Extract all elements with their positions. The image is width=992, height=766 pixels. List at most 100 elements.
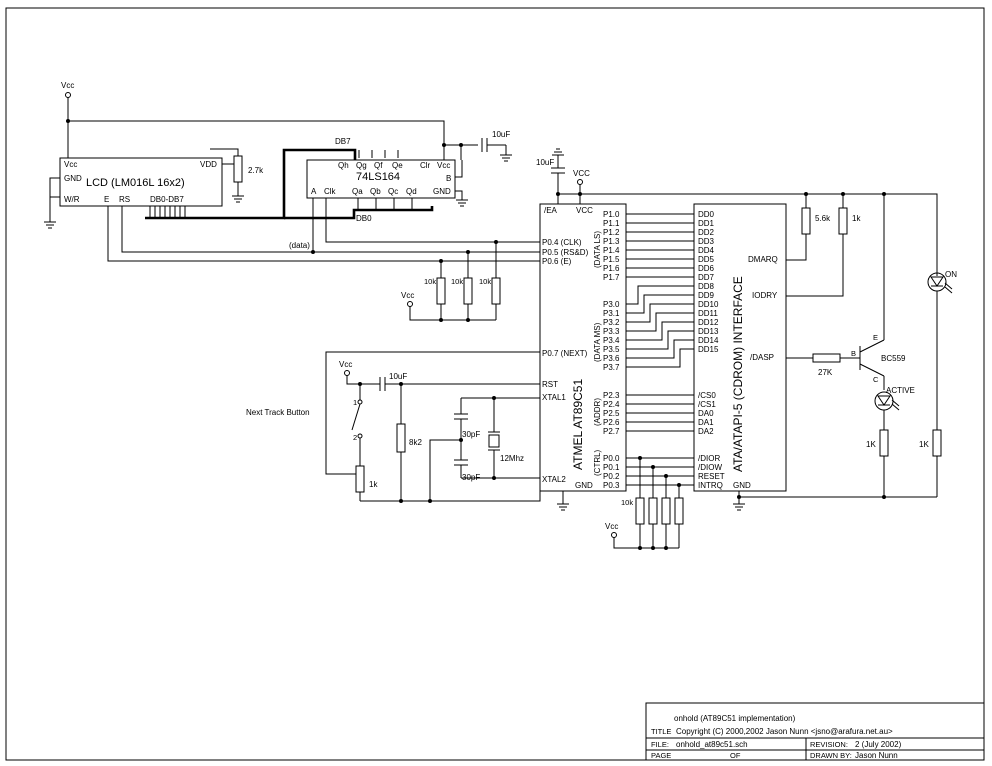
ground-symbol	[455, 190, 468, 207]
svg-text:XTAL2: XTAL2	[542, 475, 566, 484]
crystal-12mhz: 12Mhz	[488, 398, 524, 478]
ground-symbol	[552, 148, 564, 156]
svg-text:1k: 1k	[369, 480, 378, 489]
svg-text:GND: GND	[733, 481, 751, 490]
net-label-db0: DB0	[356, 214, 372, 223]
svg-text:P3.5: P3.5	[603, 345, 620, 354]
svg-text:DD7: DD7	[698, 273, 715, 282]
svg-text:P1.5: P1.5	[603, 255, 620, 264]
svg-text:30pF: 30pF	[462, 430, 480, 439]
svg-text:2.7k: 2.7k	[248, 166, 264, 175]
resistor-27k: 27K	[812, 353, 860, 377]
vcc-rail-right	[558, 193, 938, 276]
svg-text:1k: 1k	[852, 214, 861, 223]
next-track-button[interactable]: 1 2	[351, 384, 363, 466]
resistor-2-7k: 2.7k	[232, 155, 264, 203]
svg-text:(DATA LS): (DATA LS)	[593, 231, 602, 268]
resistor-8k2: 8k2	[396, 384, 422, 501]
resistor-5-6k: 5.6k	[786, 194, 831, 261]
resistor-10k-3: 10k	[479, 240, 501, 320]
shift-register-74ls164: Qh Qg Qf Qe Clr Vcc 74LS164 B A Clk Qa Q…	[306, 159, 456, 199]
svg-text:B: B	[446, 174, 451, 183]
svg-text:/DASP: /DASP	[750, 353, 774, 362]
svg-text:10uF: 10uF	[389, 372, 407, 381]
svg-text:10k: 10k	[479, 277, 491, 286]
vcc-symbol-mcu: VCC	[573, 169, 590, 204]
svg-text:ACTIVE: ACTIVE	[886, 386, 915, 395]
resistor-10k-2: 10k	[451, 250, 473, 322]
sheet-border	[5, 7, 985, 761]
vcc-symbol-reset: Vcc	[339, 360, 352, 376]
svg-text:ATMEL AT89C51: ATMEL AT89C51	[571, 379, 585, 470]
ground-symbol	[557, 491, 569, 511]
svg-text:P3.6: P3.6	[603, 354, 620, 363]
next-line	[325, 351, 540, 475]
junction	[459, 143, 463, 147]
svg-text:XTAL1: XTAL1	[542, 393, 566, 402]
svg-text:P1.7: P1.7	[603, 273, 620, 282]
svg-text:Vcc: Vcc	[401, 291, 414, 300]
svg-text:INTRQ: INTRQ	[698, 481, 723, 490]
junction	[311, 250, 315, 254]
net-label-data: (data)	[289, 241, 310, 250]
svg-text:P1.1: P1.1	[603, 219, 620, 228]
svg-text:REVISION:: REVISION:	[810, 740, 848, 749]
title-heading: onhold (AT89C51 implementation)	[674, 714, 796, 723]
svg-text:10uF: 10uF	[492, 130, 510, 139]
svg-text:1: 1	[353, 398, 357, 407]
svg-text:DMARQ: DMARQ	[748, 255, 778, 264]
revision-text: 2 (July 2002)	[855, 740, 902, 749]
svg-text:FILE:: FILE:	[651, 740, 669, 749]
svg-text:Vcc: Vcc	[61, 81, 74, 90]
svg-text:GND: GND	[64, 174, 82, 183]
db-pin-stubs	[149, 206, 186, 218]
svg-text:10uF: 10uF	[536, 158, 554, 167]
svg-text:B: B	[851, 349, 856, 358]
svg-text:RS: RS	[119, 195, 130, 204]
svg-text:10k: 10k	[621, 498, 633, 507]
svg-text:10k: 10k	[451, 277, 463, 286]
svg-text:P3.0: P3.0	[603, 300, 620, 309]
resistor-1k-active: 1K	[866, 429, 889, 497]
resistor-1k-on: 1K	[919, 429, 942, 497]
resistor-network-10k-bottom: 10k	[621, 456, 684, 548]
resistor-1k-button: 1k	[355, 465, 378, 501]
svg-text:P1.4: P1.4	[603, 246, 620, 255]
gnd-rail-left	[360, 484, 541, 502]
svg-text:/DIOW: /DIOW	[698, 463, 722, 472]
mcu-at89c51: /EA VCC P1.0 P1.1 P1.2 P1.3 P1.4 P1.5 P1…	[539, 203, 627, 492]
svg-text:C: C	[873, 375, 879, 384]
svg-text:Qe: Qe	[392, 161, 403, 170]
osc-gnd-wire	[429, 439, 461, 501]
e-line	[107, 206, 540, 262]
drawn-by: Jason Nunn	[855, 751, 898, 760]
svg-text:DD8: DD8	[698, 282, 715, 291]
transistor-bc559: BC559 E B C	[851, 194, 906, 390]
svg-text:OF: OF	[730, 751, 741, 760]
svg-text:1K: 1K	[919, 440, 929, 449]
svg-text:1K: 1K	[866, 440, 876, 449]
qa-qd-stubs	[357, 198, 413, 210]
svg-text:Qa: Qa	[352, 187, 363, 196]
svg-text:Qf: Qf	[374, 161, 383, 170]
cap-30pf-a: 30pF	[454, 398, 480, 440]
svg-text:Qd: Qd	[406, 187, 417, 196]
svg-text:A: A	[311, 187, 317, 196]
svg-text:BC559: BC559	[881, 354, 906, 363]
svg-text:DA1: DA1	[698, 418, 714, 427]
svg-text:P2.3: P2.3	[603, 391, 620, 400]
cap-10uf-rst: 10uF	[376, 372, 540, 391]
svg-text:W/R: W/R	[64, 195, 80, 204]
svg-text:E: E	[104, 195, 109, 204]
svg-text:2: 2	[353, 433, 357, 442]
junction	[737, 495, 741, 499]
svg-text:P3.2: P3.2	[603, 318, 620, 327]
svg-text:5.6k: 5.6k	[815, 214, 831, 223]
svg-text:/CS0: /CS0	[698, 391, 716, 400]
vcc-symbol-pullups: Vcc	[401, 291, 414, 307]
data-bus-wires	[626, 213, 694, 486]
svg-text:IODRY: IODRY	[752, 291, 778, 300]
svg-text:Vcc: Vcc	[605, 522, 618, 531]
svg-text:DA0: DA0	[698, 409, 714, 418]
